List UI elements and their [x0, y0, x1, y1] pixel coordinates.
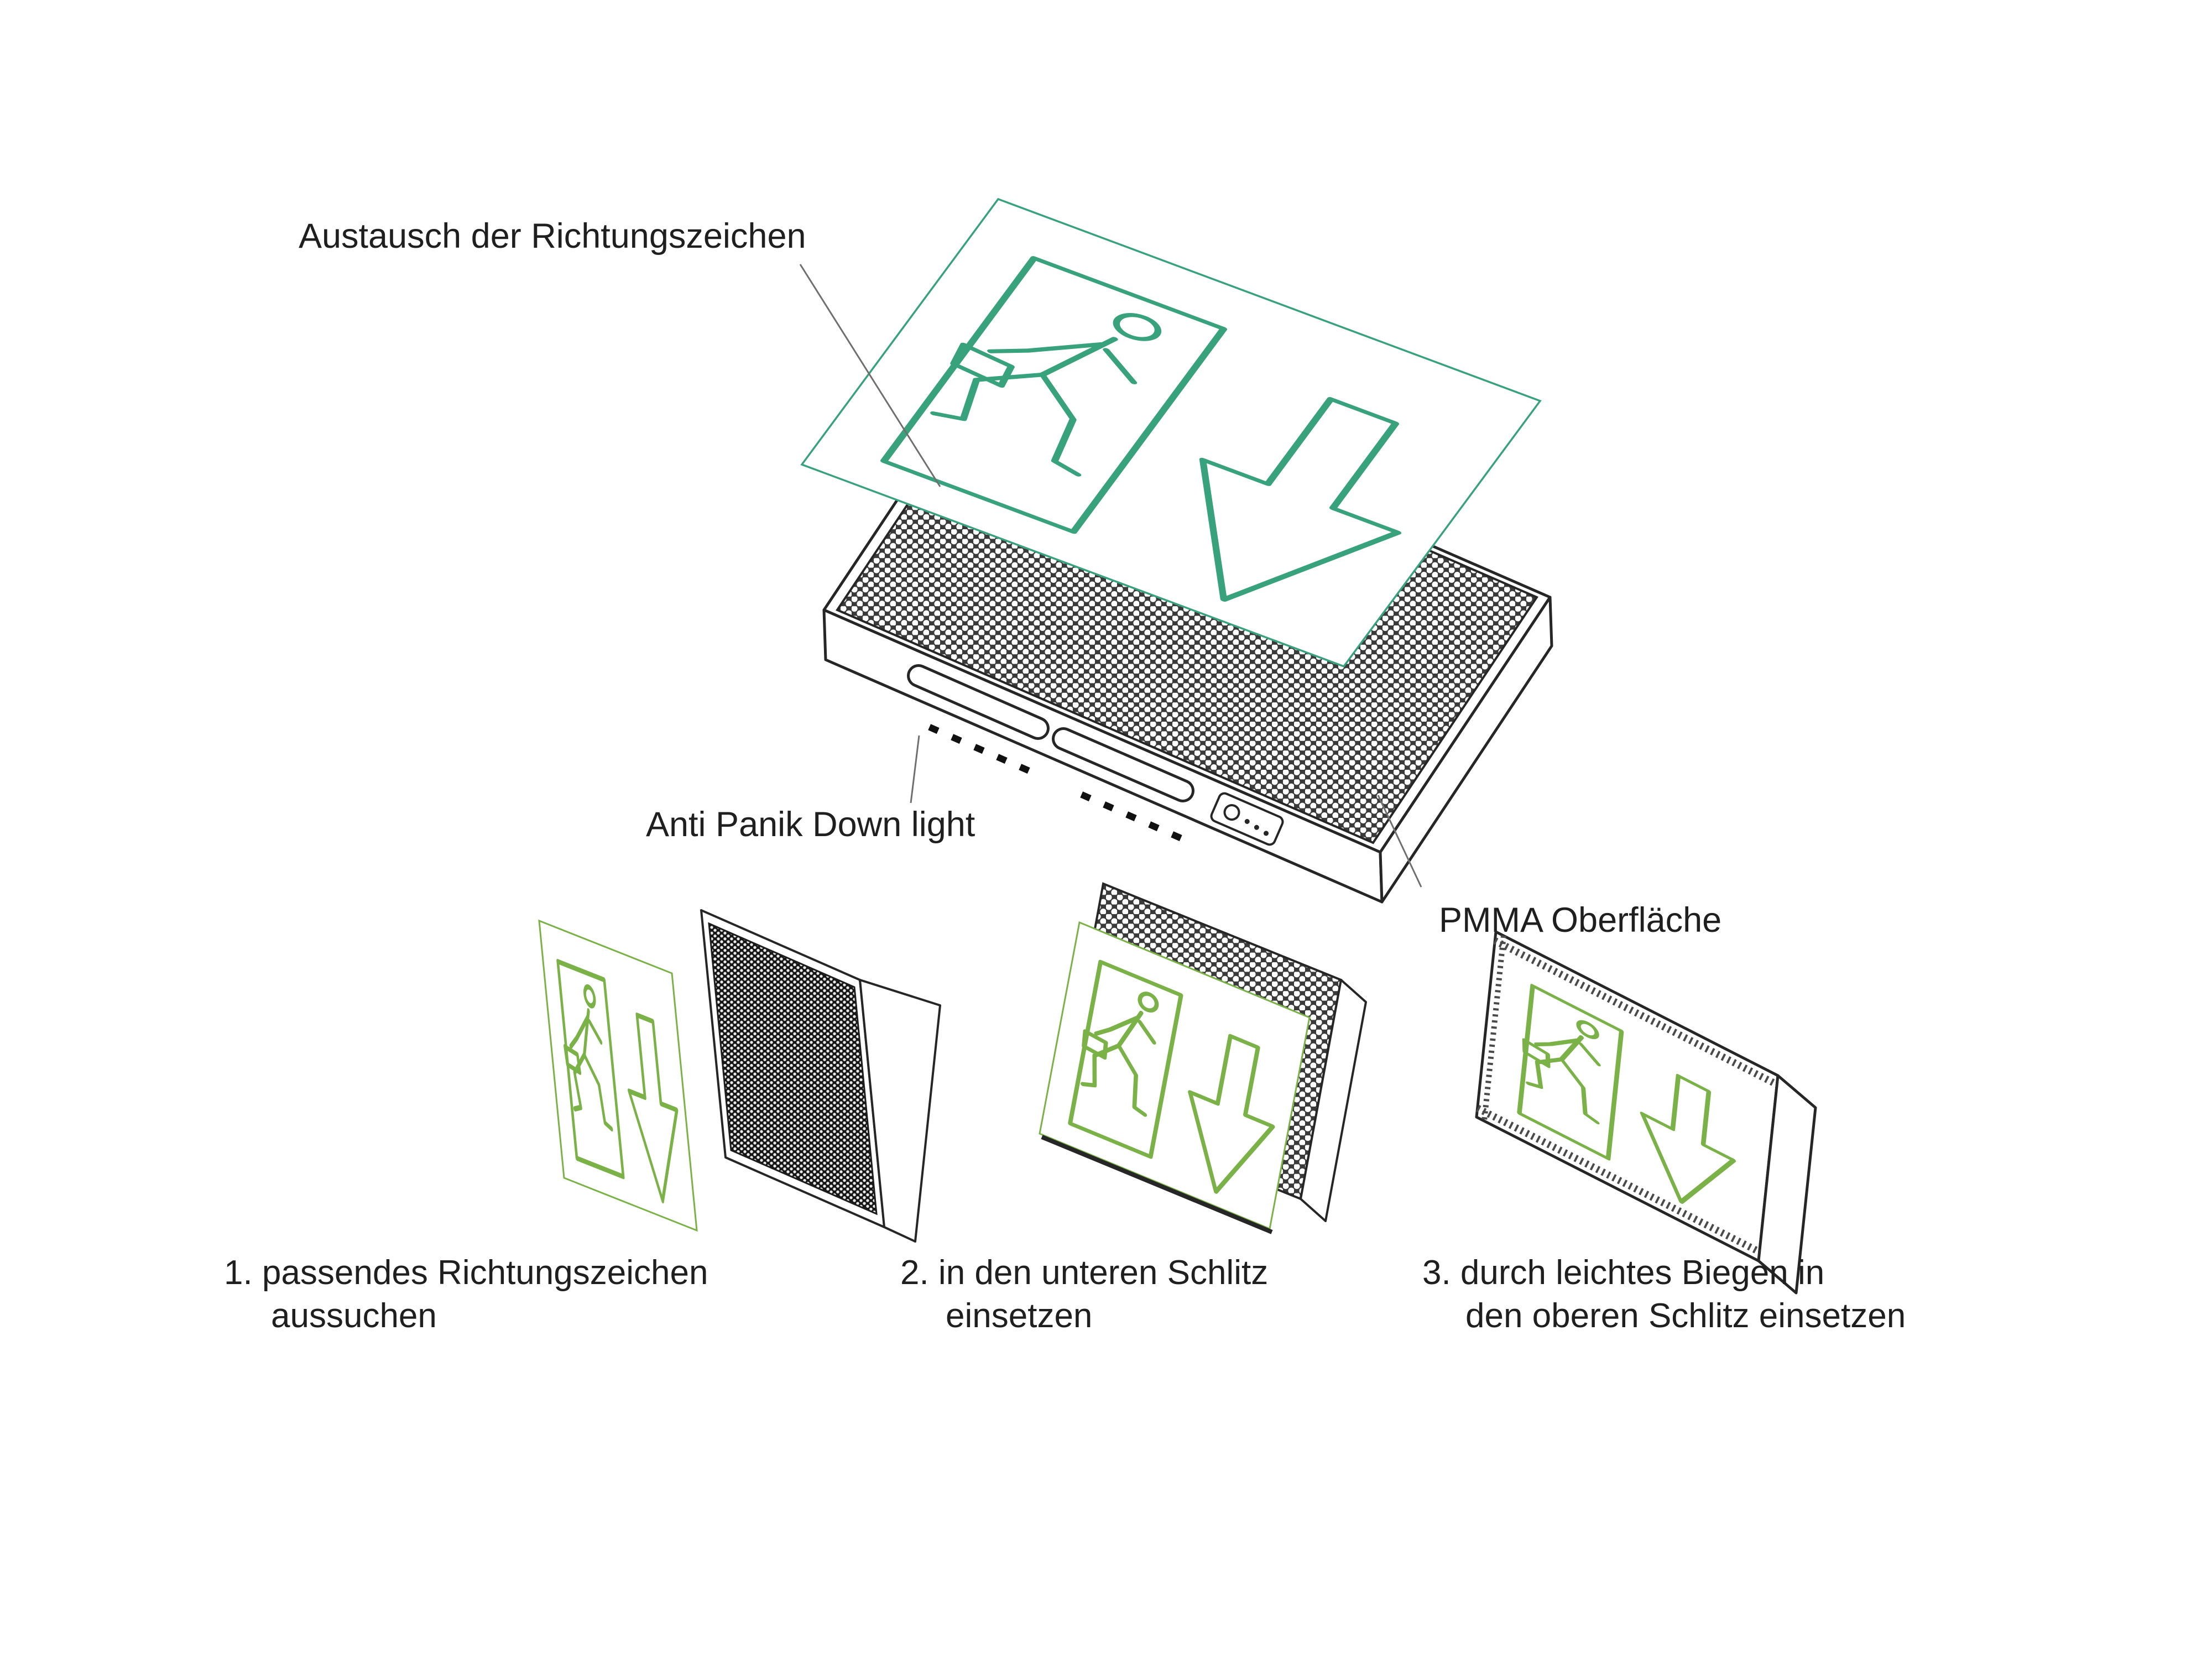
step2-lower-slot-rail — [1041, 1135, 1273, 1234]
lower-slot-1 — [907, 664, 1050, 740]
step1-body-side — [859, 979, 941, 1243]
step1-illustration — [538, 910, 941, 1243]
caption-step3-line1: 3. durch leichtes Biegen in — [1422, 1254, 1824, 1292]
status-indicator — [1210, 792, 1284, 846]
luminaire-side-face — [1379, 596, 1553, 904]
label-pmma: PMMA Oberfläche — [1439, 901, 1721, 940]
label-replacement-title: Austausch der Richtungszeichen — [299, 217, 806, 255]
lower-slot-2 — [1052, 727, 1194, 802]
step2-sign-sheet — [1039, 921, 1311, 1230]
direction-sign-sheet — [802, 199, 1540, 666]
caption-step1-line2: aussuchen — [271, 1297, 437, 1335]
step3-rim-hatch-bottom — [1476, 1105, 1761, 1255]
downlight-led-row-2 — [1080, 791, 1182, 842]
step3-body-side — [1757, 1074, 1817, 1295]
label-anti-panic: Anti Panik Down light — [646, 805, 975, 844]
leader-pmma — [1377, 795, 1422, 888]
step1-sign-sheet — [538, 919, 698, 1232]
caption-step1-line1: 1. passendes Richtungszeichen — [224, 1254, 708, 1292]
step3-illustration — [1477, 932, 1815, 1293]
downlight-led-row-1 — [928, 724, 1030, 774]
step3-rim-hatch-left — [1481, 935, 1506, 1121]
step1-mesh-face — [708, 922, 878, 1215]
leader-anti-panic — [910, 735, 920, 804]
leader-replacement — [799, 264, 941, 487]
caption-step2-line2: einsetzen — [946, 1297, 1092, 1335]
caption-step2-line1: 2. in den unteren Schlitz — [900, 1254, 1268, 1292]
step2-illustration — [1040, 884, 1366, 1232]
step3-rim-hatch-top — [1493, 937, 1778, 1088]
indicator-led-icon — [1223, 804, 1240, 821]
caption-step3-line2: den oberen Schlitz einsetzen — [1465, 1297, 1906, 1335]
step2-body-side — [1300, 979, 1367, 1222]
step-captions: 1. passendes Richtungszeichen aussuchen … — [224, 1254, 1906, 1335]
